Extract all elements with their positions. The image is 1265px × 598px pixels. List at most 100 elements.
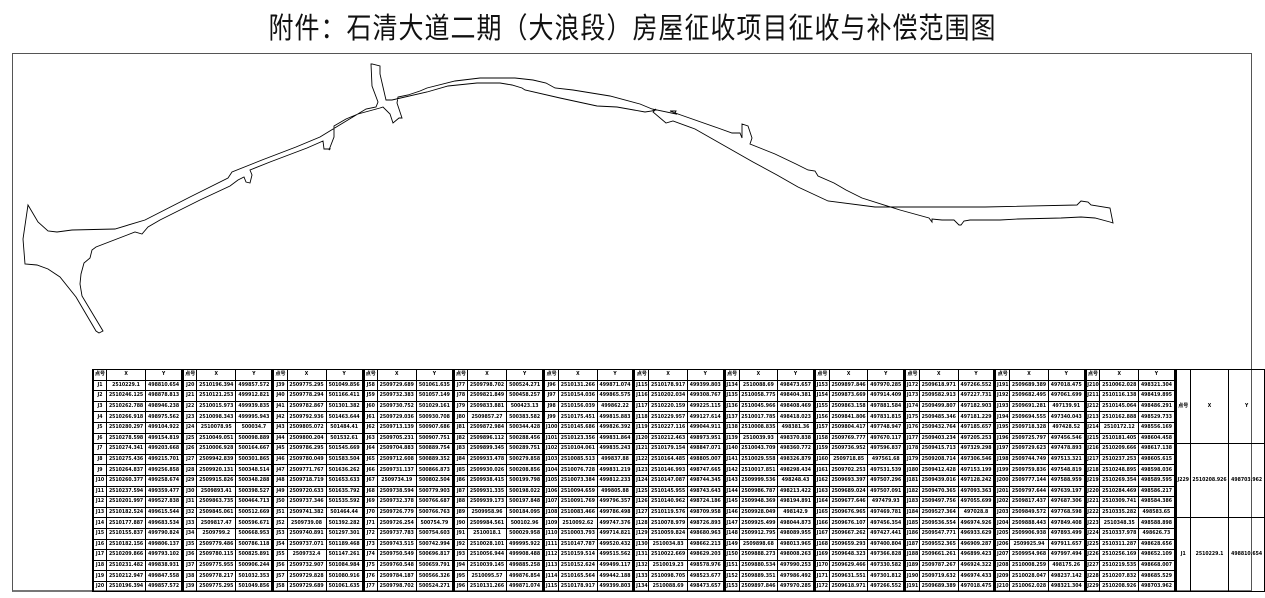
point-id: J35 <box>182 538 198 551</box>
point-id: J145 <box>723 496 740 508</box>
y-coordinate: 499908.488 <box>505 549 544 561</box>
x-coordinate: 2509999.536 <box>738 474 779 487</box>
y-coordinate: 498578.976 <box>686 559 724 572</box>
x-coordinate: 2509659.293 <box>828 538 869 551</box>
point-id: J119 <box>633 421 650 434</box>
x-coordinate: 2509718.719 <box>286 474 327 487</box>
point-id: J212 <box>1084 400 1101 413</box>
point-id: J129 <box>633 527 650 540</box>
point-id: J54 <box>272 538 288 551</box>
point-id: J62 <box>362 421 378 434</box>
y-coordinate: 497266.552 <box>867 580 905 593</box>
point-id: J226 <box>1084 549 1101 561</box>
point-id: J202 <box>994 496 1011 508</box>
y-coordinate: 500423.13 <box>505 400 544 413</box>
point-id: J222 <box>1084 506 1101 519</box>
x-coordinate: 2509931.335 <box>467 485 507 498</box>
x-coordinate: 2509771.767 <box>286 464 327 476</box>
y-coordinate: 497970.285 <box>777 580 814 593</box>
point-id: J50 <box>272 496 288 508</box>
y-coordinate: 500779.903 <box>415 485 453 498</box>
y-coordinate: 499912.821 <box>235 390 273 402</box>
point-id: J6 <box>92 432 108 445</box>
point-id: J17 <box>92 549 108 561</box>
x-coordinate: 2510049.051 <box>196 432 237 445</box>
y-coordinate: 498213.422 <box>777 485 814 498</box>
y-coordinate: 499862.22 <box>596 400 634 413</box>
y-coordinate: 501189.468 <box>325 538 363 551</box>
y-coordinate: 501147.261 <box>325 549 363 561</box>
y-coordinate: 499104.922 <box>145 421 183 434</box>
y-coordinate: 499442.188 <box>596 570 634 582</box>
y-coordinate: 497914.409 <box>867 390 905 402</box>
y-coordinate: 500596.671 <box>235 517 273 529</box>
x-coordinate: 2509676.965 <box>828 506 869 519</box>
point-id: J213 <box>1084 411 1101 423</box>
y-coordinate: 497531.539 <box>867 464 905 476</box>
y-coordinate: 501392.282 <box>325 517 363 529</box>
point-id: J68 <box>362 485 378 498</box>
y-coordinate: 498408.469 <box>777 400 814 413</box>
point-id: J127 <box>633 506 650 519</box>
x-coordinate: 2509798.702 <box>467 379 507 392</box>
point-id: J19 <box>92 570 108 582</box>
y-coordinate: 498668.007 <box>1138 559 1175 572</box>
x-coordinate: 2510073.384 <box>558 474 598 487</box>
point-id: J219 <box>1084 474 1101 487</box>
y-coordinate: 496924.322 <box>957 559 995 572</box>
point-id: J197 <box>994 443 1011 455</box>
x-coordinate: 2510269.354 <box>1099 474 1140 487</box>
y-coordinate: 499683.534 <box>145 517 183 529</box>
x-coordinate: 2509933.478 <box>467 453 507 466</box>
y-coordinate: 497997.494 <box>1047 549 1085 561</box>
y-coordinate: 498709.958 <box>686 506 724 519</box>
x-coordinate: 2509896.112 <box>467 432 507 445</box>
x-coordinate: 2510337.978 <box>1099 527 1140 540</box>
point-id: J147 <box>723 517 740 529</box>
point-id: J164 <box>813 496 830 508</box>
x-coordinate: 2509208.714 <box>919 453 959 466</box>
point-id: J123 <box>633 464 650 476</box>
x-coordinate: 2509744.749 <box>1009 453 1049 466</box>
x-coordinate: 2509778.217 <box>196 570 237 582</box>
x-coordinate: 2509817.437 <box>1009 496 1049 508</box>
y-coordinate: 499857.572 <box>145 580 183 593</box>
point-id: J76 <box>362 570 378 582</box>
x-coordinate: 2509872.984 <box>467 421 507 434</box>
x-coordinate: 2509889.351 <box>738 570 779 582</box>
y-coordinate: 497266.552 <box>957 379 995 392</box>
x-coordinate: 2509784.187 <box>376 570 417 582</box>
y-coordinate: 501464.44 <box>325 506 363 519</box>
